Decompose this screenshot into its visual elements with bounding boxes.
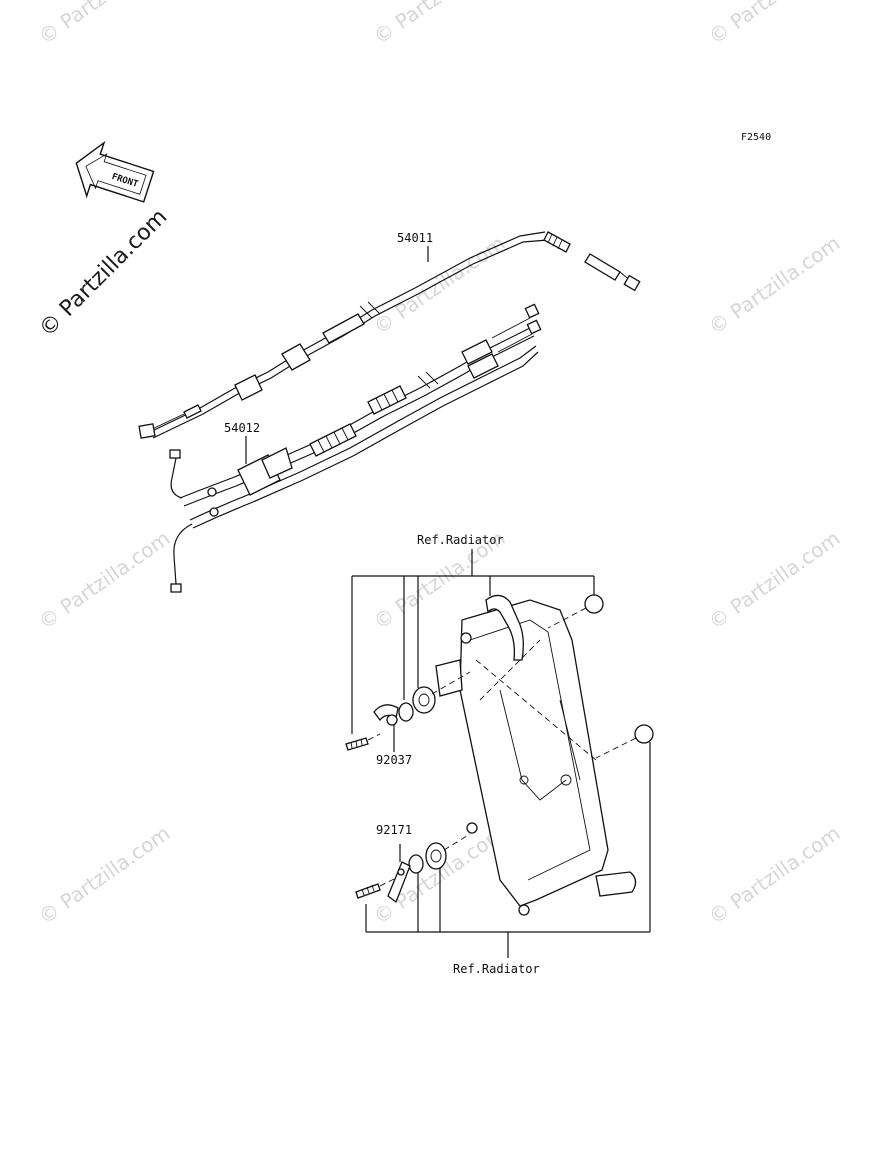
part-number-92037: 92037 xyxy=(376,753,412,767)
watermark: © Partzilla.com xyxy=(369,231,509,339)
watermark: © Partzilla.com xyxy=(34,526,174,634)
grommet-upper xyxy=(398,671,471,722)
watermark: © Partzilla.com xyxy=(704,821,844,929)
front-arrow-icon: FRONT xyxy=(75,140,155,203)
cable-54011 xyxy=(138,231,641,439)
ref-leader-bottom xyxy=(365,742,651,958)
watermark: © Partzilla.com xyxy=(704,526,844,634)
ref-radiator-top: Ref.Radiator xyxy=(417,533,504,547)
ref-leader-top xyxy=(351,549,595,734)
ref-radiator-bottom: Ref.Radiator xyxy=(453,962,540,976)
watermark-layer: © Partzilla.com © Partzilla.com © Partzi… xyxy=(34,0,844,929)
part-number-54011: 54011 xyxy=(397,231,433,245)
cable-54012 xyxy=(169,303,542,593)
part-number-54012: 54012 xyxy=(224,421,260,435)
bolt-collar-right-upper xyxy=(547,594,604,629)
watermark: © Partzilla.com xyxy=(34,821,174,929)
watermark: © Partzilla.com xyxy=(34,0,174,49)
watermark: © Partzilla.com xyxy=(369,821,509,929)
part-number-92171: 92171 xyxy=(376,823,412,837)
watermark: © Partzilla.com xyxy=(369,0,509,49)
clamp-92037 xyxy=(345,704,399,752)
grommet-lower xyxy=(408,833,471,874)
diagram-code: F2540 xyxy=(741,132,771,143)
bolt-collar-right-lower xyxy=(595,724,654,759)
watermark: © Partzilla.com xyxy=(704,231,844,339)
clip-92171 xyxy=(355,844,411,904)
radiator xyxy=(435,594,637,916)
watermark-prominent: © Partzilla.com xyxy=(35,205,173,343)
watermark: © Partzilla.com xyxy=(704,0,844,49)
